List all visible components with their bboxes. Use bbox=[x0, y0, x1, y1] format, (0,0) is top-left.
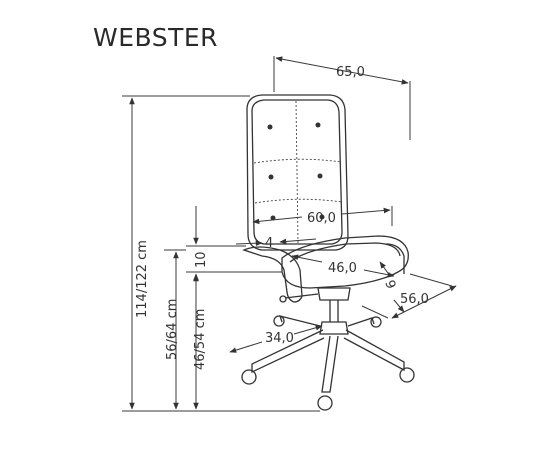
dim-seat-width-label: 60,0 bbox=[307, 211, 336, 226]
dim-backrest-gap-label: 10 bbox=[194, 251, 209, 268]
dim-armrest-label: 4 bbox=[265, 236, 273, 251]
dim-armrest-height-label: 46/54 cm bbox=[193, 309, 208, 370]
dim-base-radius: 34,0 bbox=[229, 325, 323, 353]
product-title: WEBSTER bbox=[93, 23, 219, 52]
dim-backrest-gap: 10 bbox=[186, 206, 282, 296]
dim-armrest-height: 46/54 cm bbox=[193, 274, 208, 410]
dim-depth-top: 65,0 bbox=[273, 56, 411, 140]
dim-seat-depth-full-label: 56,0 bbox=[400, 292, 429, 307]
dim-armrest: 4 bbox=[235, 236, 317, 251]
chair-outline bbox=[241, 94, 415, 411]
dim-seat-height-label: 56/64 cm bbox=[165, 299, 180, 360]
dim-seat-thickness-label: 9 bbox=[381, 278, 398, 291]
dim-seat-height: 56/64 cm bbox=[164, 249, 186, 412]
dim-base-radius-label: 34,0 bbox=[265, 331, 294, 346]
dim-seat-depth-full: 56,0 bbox=[361, 273, 457, 319]
dim-seat-depth: 46,0 bbox=[291, 254, 395, 278]
dim-seat-width: 60,0 bbox=[252, 206, 393, 226]
dim-total-height: 114/122 cm bbox=[122, 95, 320, 412]
dim-depth-top-label: 65,0 bbox=[336, 65, 365, 80]
dim-seat-depth-label: 46,0 bbox=[328, 261, 357, 276]
dim-total-height-label: 114/122 cm bbox=[135, 240, 150, 318]
